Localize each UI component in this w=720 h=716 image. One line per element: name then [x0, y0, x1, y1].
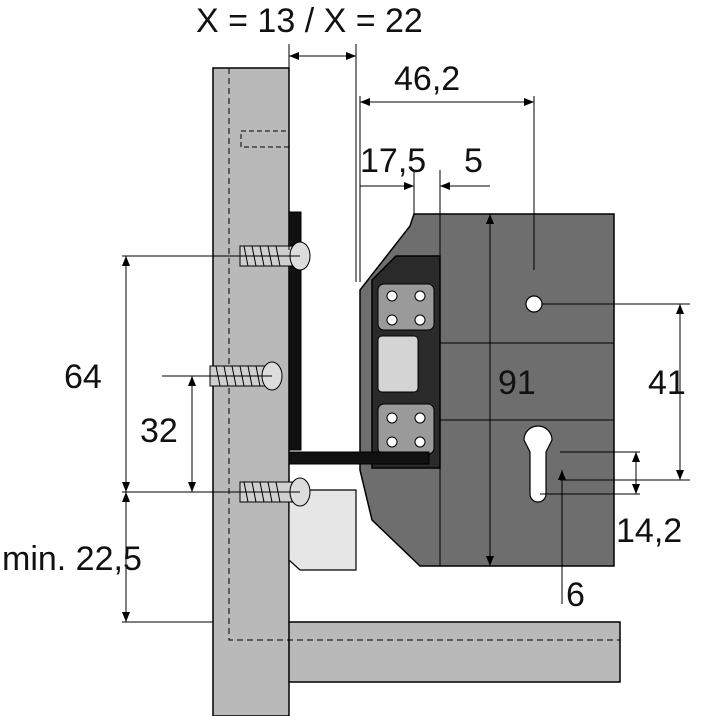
arrow-heads	[122, 52, 684, 622]
bracket-flange	[288, 451, 430, 465]
dim-keyhole-offset: 6	[566, 576, 585, 614]
dim-rail-gap: 5	[464, 142, 483, 180]
rail-channel	[377, 283, 435, 331]
dim-drawer-height: 91	[498, 364, 536, 402]
dim-keyhole-height: 14,2	[616, 512, 682, 550]
dim-hole-height: 41	[648, 364, 686, 402]
header-label: X = 13 / X = 22	[196, 2, 423, 40]
side-panel	[212, 67, 290, 716]
dim-bottom-offset: min. 22,5	[2, 540, 142, 578]
hidden-edge-line	[228, 68, 620, 641]
ball-bearings	[386, 290, 426, 448]
keyhole-slot	[523, 425, 553, 503]
rail-channel	[377, 403, 435, 455]
dim-top-width: 46,2	[394, 60, 460, 98]
dim-rail-width: 17,5	[360, 142, 426, 180]
lower-clip	[288, 489, 357, 571]
dimension-lines	[122, 44, 690, 623]
rail-slider	[377, 335, 419, 393]
round-hole	[525, 295, 543, 313]
bottom-panel	[287, 621, 621, 683]
mounting-bracket	[288, 211, 302, 451]
dim-screw-spacing-large: 64	[64, 358, 102, 396]
dim-screw-spacing-small: 32	[140, 412, 178, 450]
